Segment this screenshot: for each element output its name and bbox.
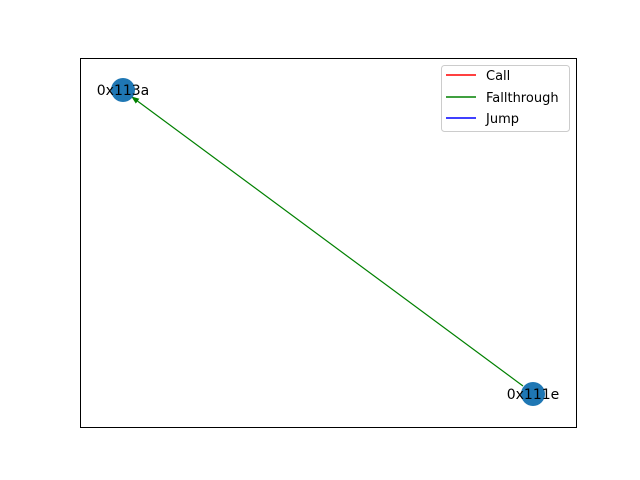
legend-label-fallthrough: Fallthrough	[486, 91, 559, 106]
node-label-0x111e: 0x111e	[507, 387, 560, 403]
edge-fallthrough	[131, 96, 524, 387]
graph-node-0x113a	[111, 78, 135, 102]
legend: Call Fallthrough Jump	[441, 65, 570, 132]
graph-node-0x111e	[521, 382, 545, 406]
legend-box	[441, 65, 570, 132]
plot-frame	[80, 58, 577, 428]
legend-label-jump: Jump	[485, 112, 519, 127]
node-label-0x113a: 0x113a	[97, 83, 150, 99]
legend-label-call: Call	[486, 69, 510, 84]
